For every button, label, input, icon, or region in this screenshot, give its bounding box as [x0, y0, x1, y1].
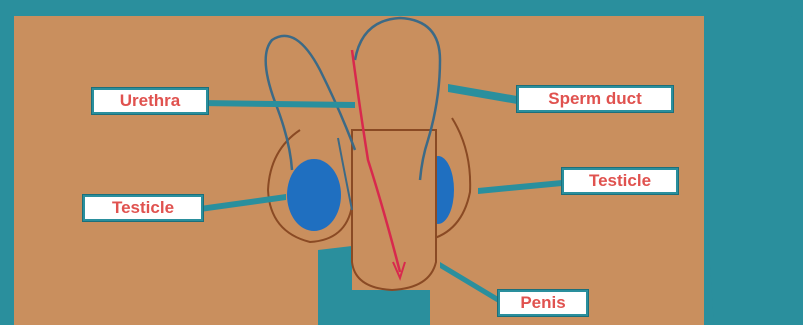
label-testicle-right: Testicle — [562, 168, 678, 194]
label-urethra: Urethra — [92, 88, 208, 114]
right-edge-shape — [704, 16, 803, 325]
testicle-left — [287, 159, 341, 231]
label-sperm-duct: Sperm duct — [517, 86, 673, 112]
label-penis: Penis — [498, 290, 588, 316]
label-testicle-left: Testicle — [83, 195, 203, 221]
leg-gap-lower — [318, 290, 430, 325]
